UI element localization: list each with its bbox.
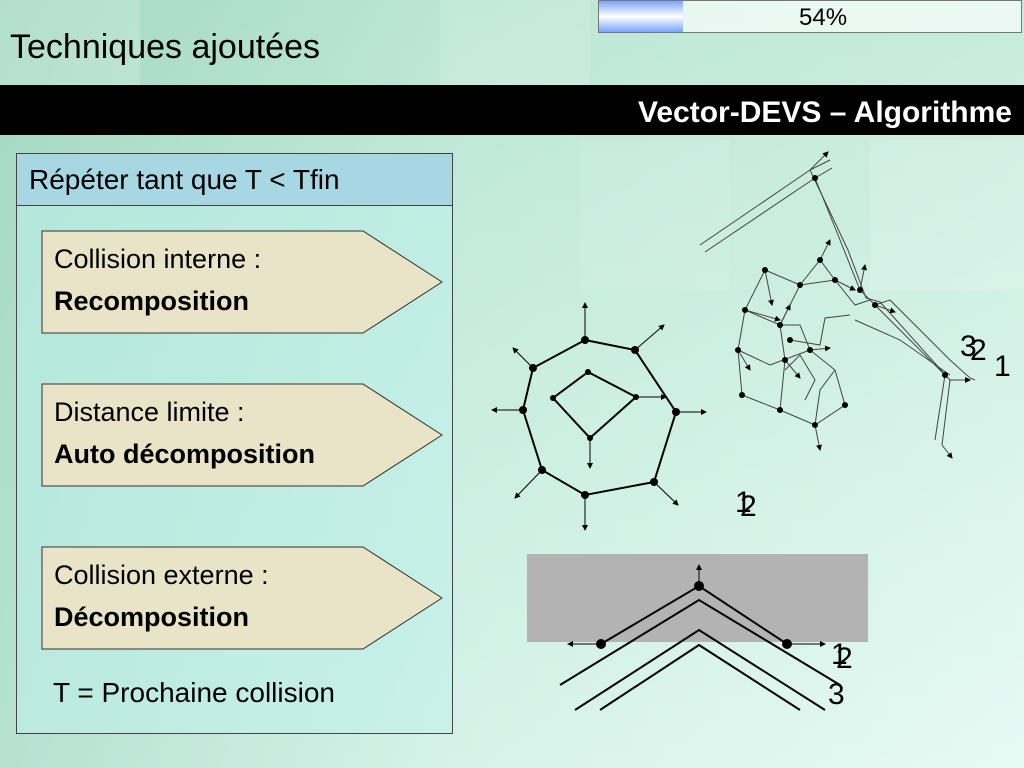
step-3-label: Collision externe : <box>54 560 269 590</box>
arrow-shape <box>41 383 443 487</box>
slide-subtitle: Vector-DEVS – Algorithme <box>638 96 1012 129</box>
background-tile <box>580 140 730 290</box>
slide-title: Techniques ajoutées <box>10 28 321 66</box>
polygon-diagram <box>491 302 707 531</box>
arrow-shape <box>41 546 443 650</box>
label-2: 2 <box>740 490 757 523</box>
background-tile <box>0 0 140 85</box>
collision-diagram <box>527 554 868 711</box>
loop-header: Répéter tant que T < Tfin <box>17 154 452 206</box>
background-tile <box>440 0 590 85</box>
network-diagram <box>699 151 976 459</box>
step-3-action: Décomposition <box>54 602 250 632</box>
vector-devs-diagram <box>491 151 976 711</box>
step-2-label: Distance limite : <box>54 397 245 427</box>
label-2: 2 <box>836 642 853 675</box>
step-2-action: Auto décomposition <box>54 439 315 469</box>
progress-label: 54% <box>799 4 848 31</box>
label-1: 1 <box>735 486 752 519</box>
label-2: 2 <box>970 334 987 367</box>
step-arrow-1: Collision interne : Recomposition <box>41 230 443 334</box>
footer-formula: T = Prochaine collision <box>53 677 335 708</box>
step-arrow-2: Distance limite : Auto décomposition <box>41 383 443 487</box>
label-1: 1 <box>994 350 1011 383</box>
step-1-action: Recomposition <box>54 286 250 316</box>
algorithm-panel: Répéter tant que T < Tfin Collision inte… <box>16 153 453 734</box>
background-tile <box>870 140 1024 290</box>
step-arrow-3: Collision externe : Décomposition <box>41 546 443 650</box>
step-1-label: Collision interne : <box>54 244 262 274</box>
loop-header-text: Répéter tant que T < Tfin <box>29 164 340 195</box>
progress-bar: 54% <box>598 0 1022 33</box>
label-1: 1 <box>831 638 848 671</box>
arrow-shape <box>41 230 443 334</box>
header-bar <box>0 85 1024 135</box>
progress-fill <box>599 1 684 32</box>
label-3: 3 <box>960 330 977 363</box>
label-3: 3 <box>828 678 845 711</box>
